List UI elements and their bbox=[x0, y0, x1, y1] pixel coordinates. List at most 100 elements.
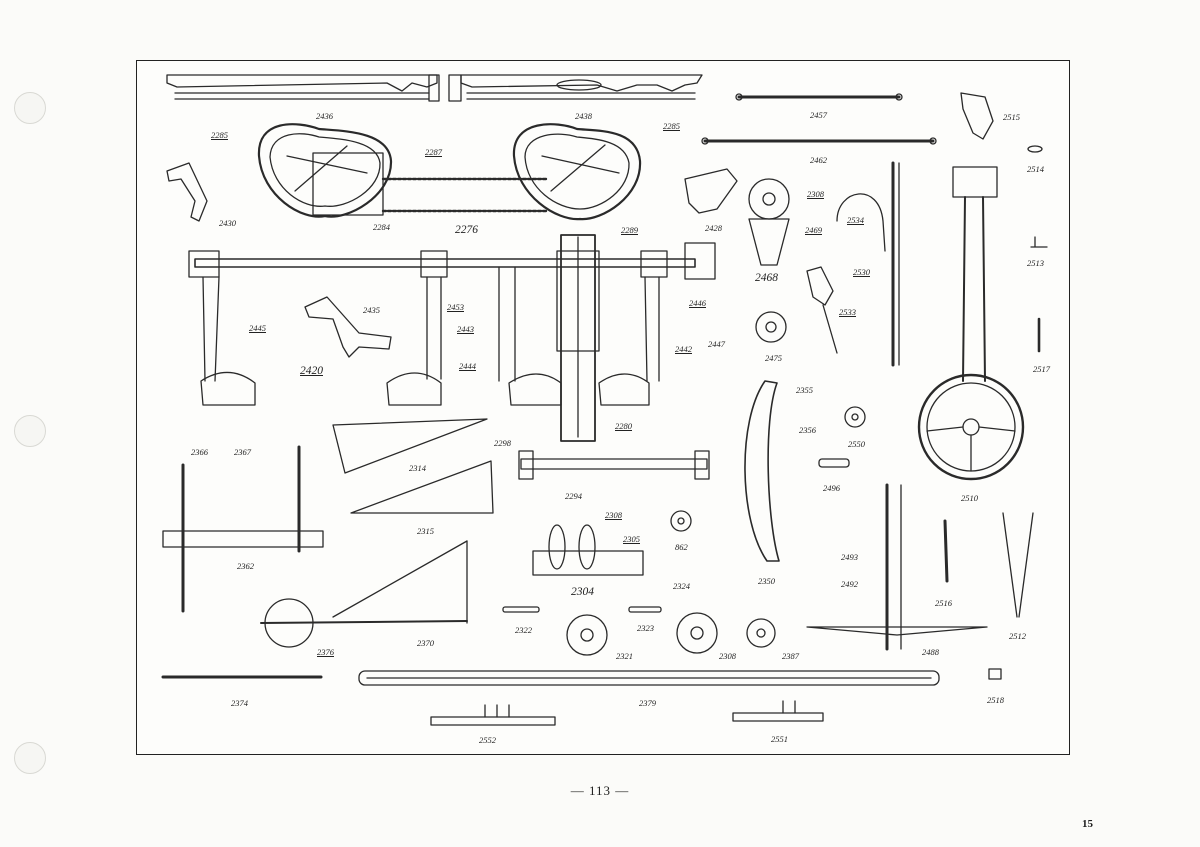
shaft-2420 bbox=[188, 242, 716, 280]
part-label: 2435 bbox=[363, 305, 380, 315]
wheel-2321 bbox=[566, 614, 608, 656]
wheel-862 bbox=[670, 510, 692, 532]
part-label: 2496 bbox=[823, 483, 840, 493]
pedal-middle bbox=[386, 276, 442, 406]
part-label: 2322 bbox=[515, 625, 532, 635]
cable-2534 bbox=[836, 193, 886, 252]
part-label: 2468 bbox=[755, 272, 778, 284]
part-label: 2444 bbox=[459, 361, 476, 371]
binder-hole bbox=[14, 92, 46, 124]
part-label: 2488 bbox=[922, 647, 939, 657]
wheel-2475 bbox=[755, 311, 787, 343]
chain-2284 bbox=[381, 177, 549, 213]
part-label: 2469 bbox=[805, 225, 822, 235]
page-number: — 113 — bbox=[570, 783, 630, 798]
part-label: 2355 bbox=[796, 385, 813, 395]
part-label: 2550 bbox=[848, 439, 865, 449]
part-label: 2510 bbox=[961, 493, 978, 503]
part-label: 2379 bbox=[639, 698, 656, 708]
wheel-2308 bbox=[748, 178, 790, 266]
part-label: 2314 bbox=[409, 463, 426, 473]
part-label: 2356 bbox=[799, 425, 816, 435]
wheel-2387 bbox=[746, 618, 776, 648]
frame-2314 bbox=[332, 418, 488, 474]
part-label: 2534 bbox=[847, 215, 864, 225]
part-label: 2298 bbox=[494, 438, 511, 448]
part-label: 2321 bbox=[616, 651, 633, 661]
part-label: 2362 bbox=[237, 561, 254, 571]
part-label: 2492 bbox=[841, 579, 858, 589]
part-label: 2513 bbox=[1027, 258, 1044, 268]
part-label: 2475 bbox=[765, 353, 782, 363]
pin-2322 bbox=[502, 606, 540, 613]
part-label: 2285 bbox=[211, 130, 228, 140]
pedal-left bbox=[200, 276, 256, 406]
shaft-2294 bbox=[518, 450, 710, 480]
part-label: 2516 bbox=[935, 598, 952, 608]
part-label: 2387 bbox=[782, 651, 799, 661]
bracket-2496 bbox=[818, 458, 850, 468]
seat-left bbox=[257, 123, 393, 218]
pedal-3 bbox=[498, 266, 562, 406]
bar-2551 bbox=[732, 700, 824, 722]
part-label: 2530 bbox=[853, 267, 870, 277]
part-label: 2285 bbox=[663, 121, 680, 131]
part-label: 2430 bbox=[219, 218, 236, 228]
part-label: 2323 bbox=[637, 623, 654, 633]
part-label: 2533 bbox=[839, 307, 856, 317]
part-label: 2438 bbox=[575, 111, 592, 121]
part-2304 bbox=[532, 524, 644, 576]
part-label: 2366 bbox=[191, 447, 208, 457]
rod-2457 bbox=[735, 93, 903, 101]
part-label: 2304 bbox=[571, 586, 594, 598]
part-label: 2308 bbox=[605, 510, 622, 520]
part-label: 2462 bbox=[810, 155, 827, 165]
part-label: 2457 bbox=[810, 110, 827, 120]
part-label: 2514 bbox=[1027, 164, 1044, 174]
steering-2510 bbox=[917, 166, 1025, 481]
part-label: 2315 bbox=[417, 526, 434, 536]
post-2488 bbox=[806, 483, 988, 651]
pin-2323 bbox=[628, 606, 662, 613]
bar-2552 bbox=[430, 704, 556, 726]
part-label: 2443 bbox=[457, 324, 474, 334]
part-label: 2324 bbox=[673, 581, 690, 591]
tube-2379 bbox=[358, 670, 940, 686]
lever-2430 bbox=[166, 162, 208, 222]
rod-2530 bbox=[891, 161, 900, 367]
axle-2362 bbox=[162, 445, 324, 613]
part-label: 2376 bbox=[317, 647, 334, 657]
part-label: 2308 bbox=[719, 651, 736, 661]
part-label: 2428 bbox=[705, 223, 722, 233]
block-2518 bbox=[988, 668, 1002, 680]
sheet-number: 15 bbox=[1082, 818, 1093, 830]
rail-2436 bbox=[166, 74, 440, 102]
part-label: 2442 bbox=[675, 344, 692, 354]
part-label: 2517 bbox=[1033, 364, 1050, 374]
part-label: 2445 bbox=[249, 323, 266, 333]
pin-2513 bbox=[1030, 236, 1048, 248]
part-label: 2276 bbox=[455, 224, 478, 236]
binder-hole bbox=[14, 415, 46, 447]
seat-right bbox=[512, 123, 642, 221]
part-label: 2289 bbox=[621, 225, 638, 235]
part-label: 2287 bbox=[425, 147, 442, 157]
part-label: 2308 bbox=[807, 189, 824, 199]
rod-2516 bbox=[943, 519, 949, 583]
link-2514 bbox=[1027, 145, 1043, 153]
rod-2462 bbox=[701, 137, 937, 145]
frame-2350 bbox=[744, 380, 780, 562]
part-label: 2515 bbox=[1003, 112, 1020, 122]
column-2280 bbox=[556, 234, 600, 442]
part-label: 2551 bbox=[771, 734, 788, 744]
part-label: 2284 bbox=[373, 222, 390, 232]
part-label: 2453 bbox=[447, 302, 464, 312]
part-label: 2552 bbox=[479, 735, 496, 745]
part-label: 2305 bbox=[623, 534, 640, 544]
part-label: 2420 bbox=[300, 365, 323, 377]
part-label: 2370 bbox=[417, 638, 434, 648]
wheel-2308b bbox=[676, 612, 718, 654]
arm-2370 bbox=[260, 540, 468, 648]
part-label: 2446 bbox=[689, 298, 706, 308]
part-label: 2493 bbox=[841, 552, 858, 562]
